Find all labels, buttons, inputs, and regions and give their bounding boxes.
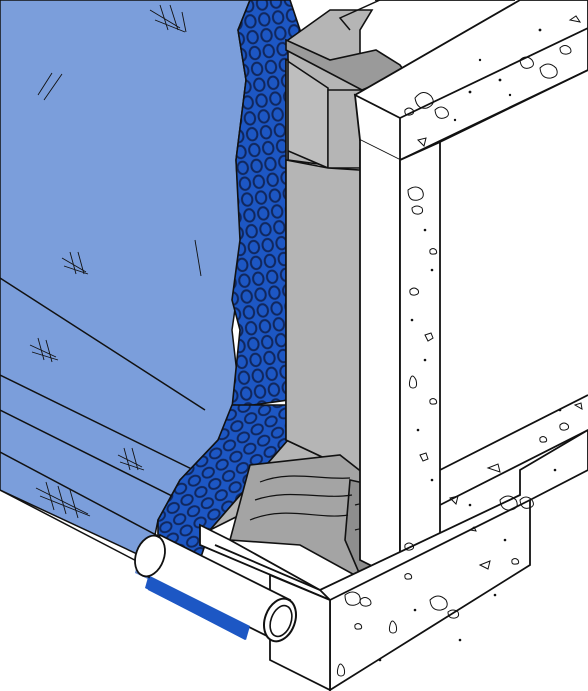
drain-pipe-icon xyxy=(134,533,297,643)
dimple-membrane-vertical xyxy=(231,0,301,409)
aggregate-stone-icon xyxy=(336,15,583,677)
concrete-wall xyxy=(338,0,588,582)
hatch-mark-icon xyxy=(29,4,202,519)
